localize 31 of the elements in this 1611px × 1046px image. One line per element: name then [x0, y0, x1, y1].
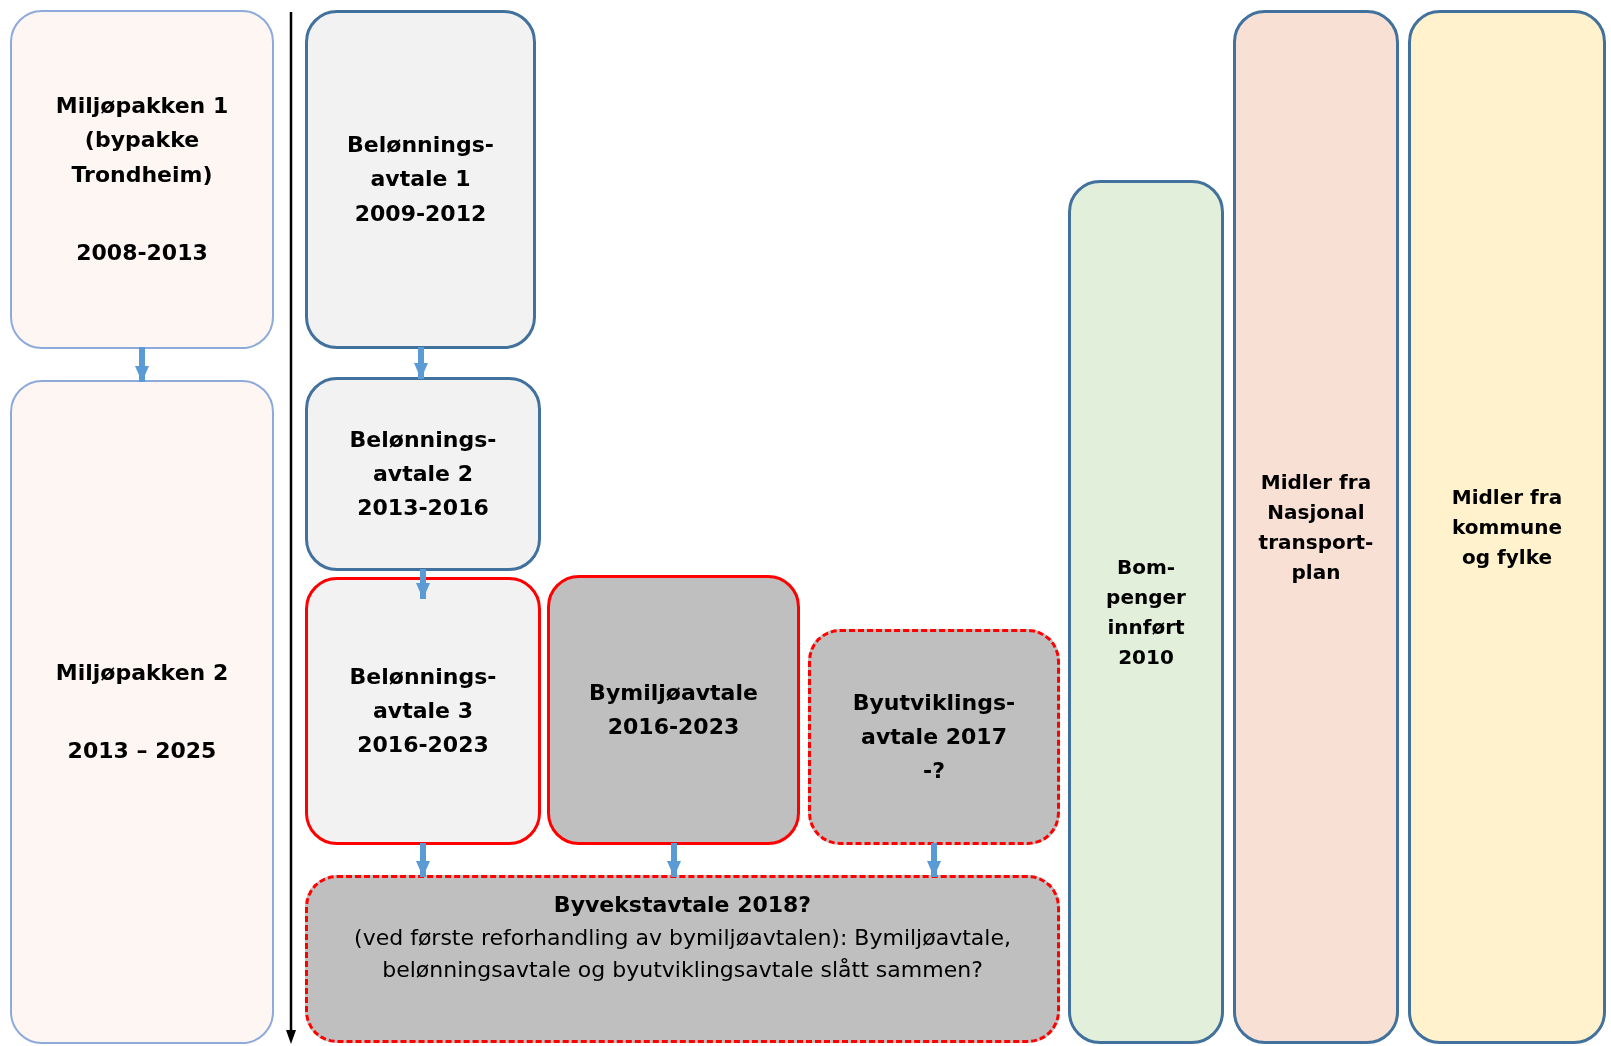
box-description: (ved første reforhandling av bymiljøavtalen): Bymiljøavtale, belønningsavtale og byutviklingsavtale slått sammen?: [353, 924, 1012, 984]
arrow: [927, 843, 941, 877]
box-title: Belønnings- avtale 1 2009-2012: [347, 131, 494, 228]
box-title: Midler fra Nasjonal transport- plan: [1258, 469, 1374, 586]
box-title: Bom- penger innført 2010: [1105, 554, 1187, 671]
box-title: Byvekstavtale 2018?: [553, 891, 812, 919]
agreement-box: [10, 380, 274, 1044]
arrow: [135, 347, 149, 382]
agreement-box: [305, 875, 1060, 1043]
box-title: Miljøpakken 2: [55, 658, 229, 687]
arrow: [667, 843, 681, 877]
agreement-box: [547, 575, 800, 845]
arrow: [416, 569, 430, 599]
box-description: 2008-2013: [76, 238, 208, 267]
agreement-box: [305, 377, 541, 571]
agreement-box: [305, 10, 536, 349]
arrow: [416, 843, 430, 877]
box-description: 2013 – 2025: [67, 737, 217, 765]
box-title: Bymiljøavtale 2016-2023: [588, 678, 759, 741]
box-title: Miljøpakken 1 (bypakke Trondheim): [54, 92, 230, 189]
box-title: Belønnings- avtale 2 2013-2016: [348, 425, 498, 523]
funding-column: [1068, 180, 1224, 1044]
funding-column: [1408, 10, 1606, 1044]
box-title: Byutviklings- avtale 2017 -?: [852, 688, 1016, 786]
agreement-box: [305, 577, 541, 845]
funding-column: [1233, 10, 1399, 1044]
agreement-box: [10, 10, 274, 349]
arrow: [414, 347, 428, 379]
box-title: Midler fra kommune og fylke: [1450, 484, 1564, 571]
agreement-box: [808, 629, 1060, 845]
box-title: Belønnings- avtale 3 2016-2023: [348, 662, 498, 760]
